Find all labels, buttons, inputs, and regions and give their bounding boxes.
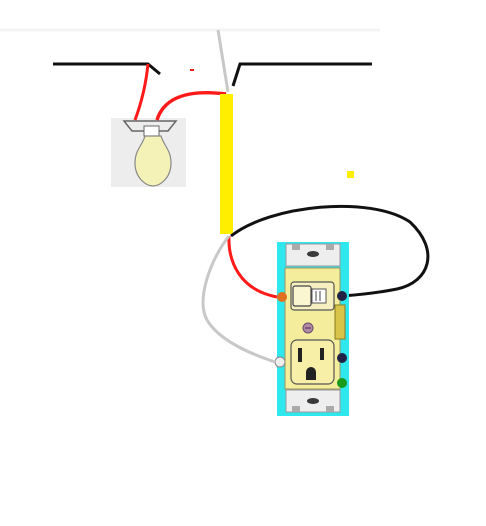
hot-wire-lamp-left xyxy=(133,63,150,121)
neutral-wire-top xyxy=(216,29,230,93)
ear-tab-top-right xyxy=(326,244,334,250)
hot-wire-switch xyxy=(227,235,278,299)
silver-screw-receptacle xyxy=(274,356,286,368)
receptacle-ground-hole xyxy=(306,367,316,380)
ear-tab-top-left xyxy=(292,244,300,250)
light-bulb-icon xyxy=(134,135,172,187)
receptacle-slot-left xyxy=(298,348,302,362)
neutral-wire-receptacle xyxy=(201,235,276,364)
brass-screw-switch xyxy=(277,292,287,302)
switch-outlet-device xyxy=(274,242,349,416)
switch-toggle-lever xyxy=(292,285,312,307)
light-fixture xyxy=(111,118,186,187)
ear-tab-bottom-left xyxy=(292,406,300,412)
dark-screw-receptacle xyxy=(337,353,347,363)
switch-toggle-window xyxy=(311,288,327,304)
hot-wire-lamp-right xyxy=(155,91,227,121)
ground-screw xyxy=(337,378,347,388)
ear-tab-bottom-right xyxy=(326,406,334,412)
device-side-strap xyxy=(334,304,346,340)
receptacle-slot-right xyxy=(320,348,324,360)
cable-left xyxy=(53,62,161,76)
red-dash-mark xyxy=(190,69,194,71)
line-wire-loop xyxy=(230,204,430,298)
cable-right xyxy=(231,62,372,87)
mounting-screw-top xyxy=(307,251,319,257)
dark-screw-switch xyxy=(337,291,347,301)
lamp-base xyxy=(143,125,160,137)
yellow-square-mark xyxy=(347,171,354,178)
wire-nut-splice xyxy=(220,94,233,234)
mounting-screw-bottom xyxy=(307,398,319,404)
